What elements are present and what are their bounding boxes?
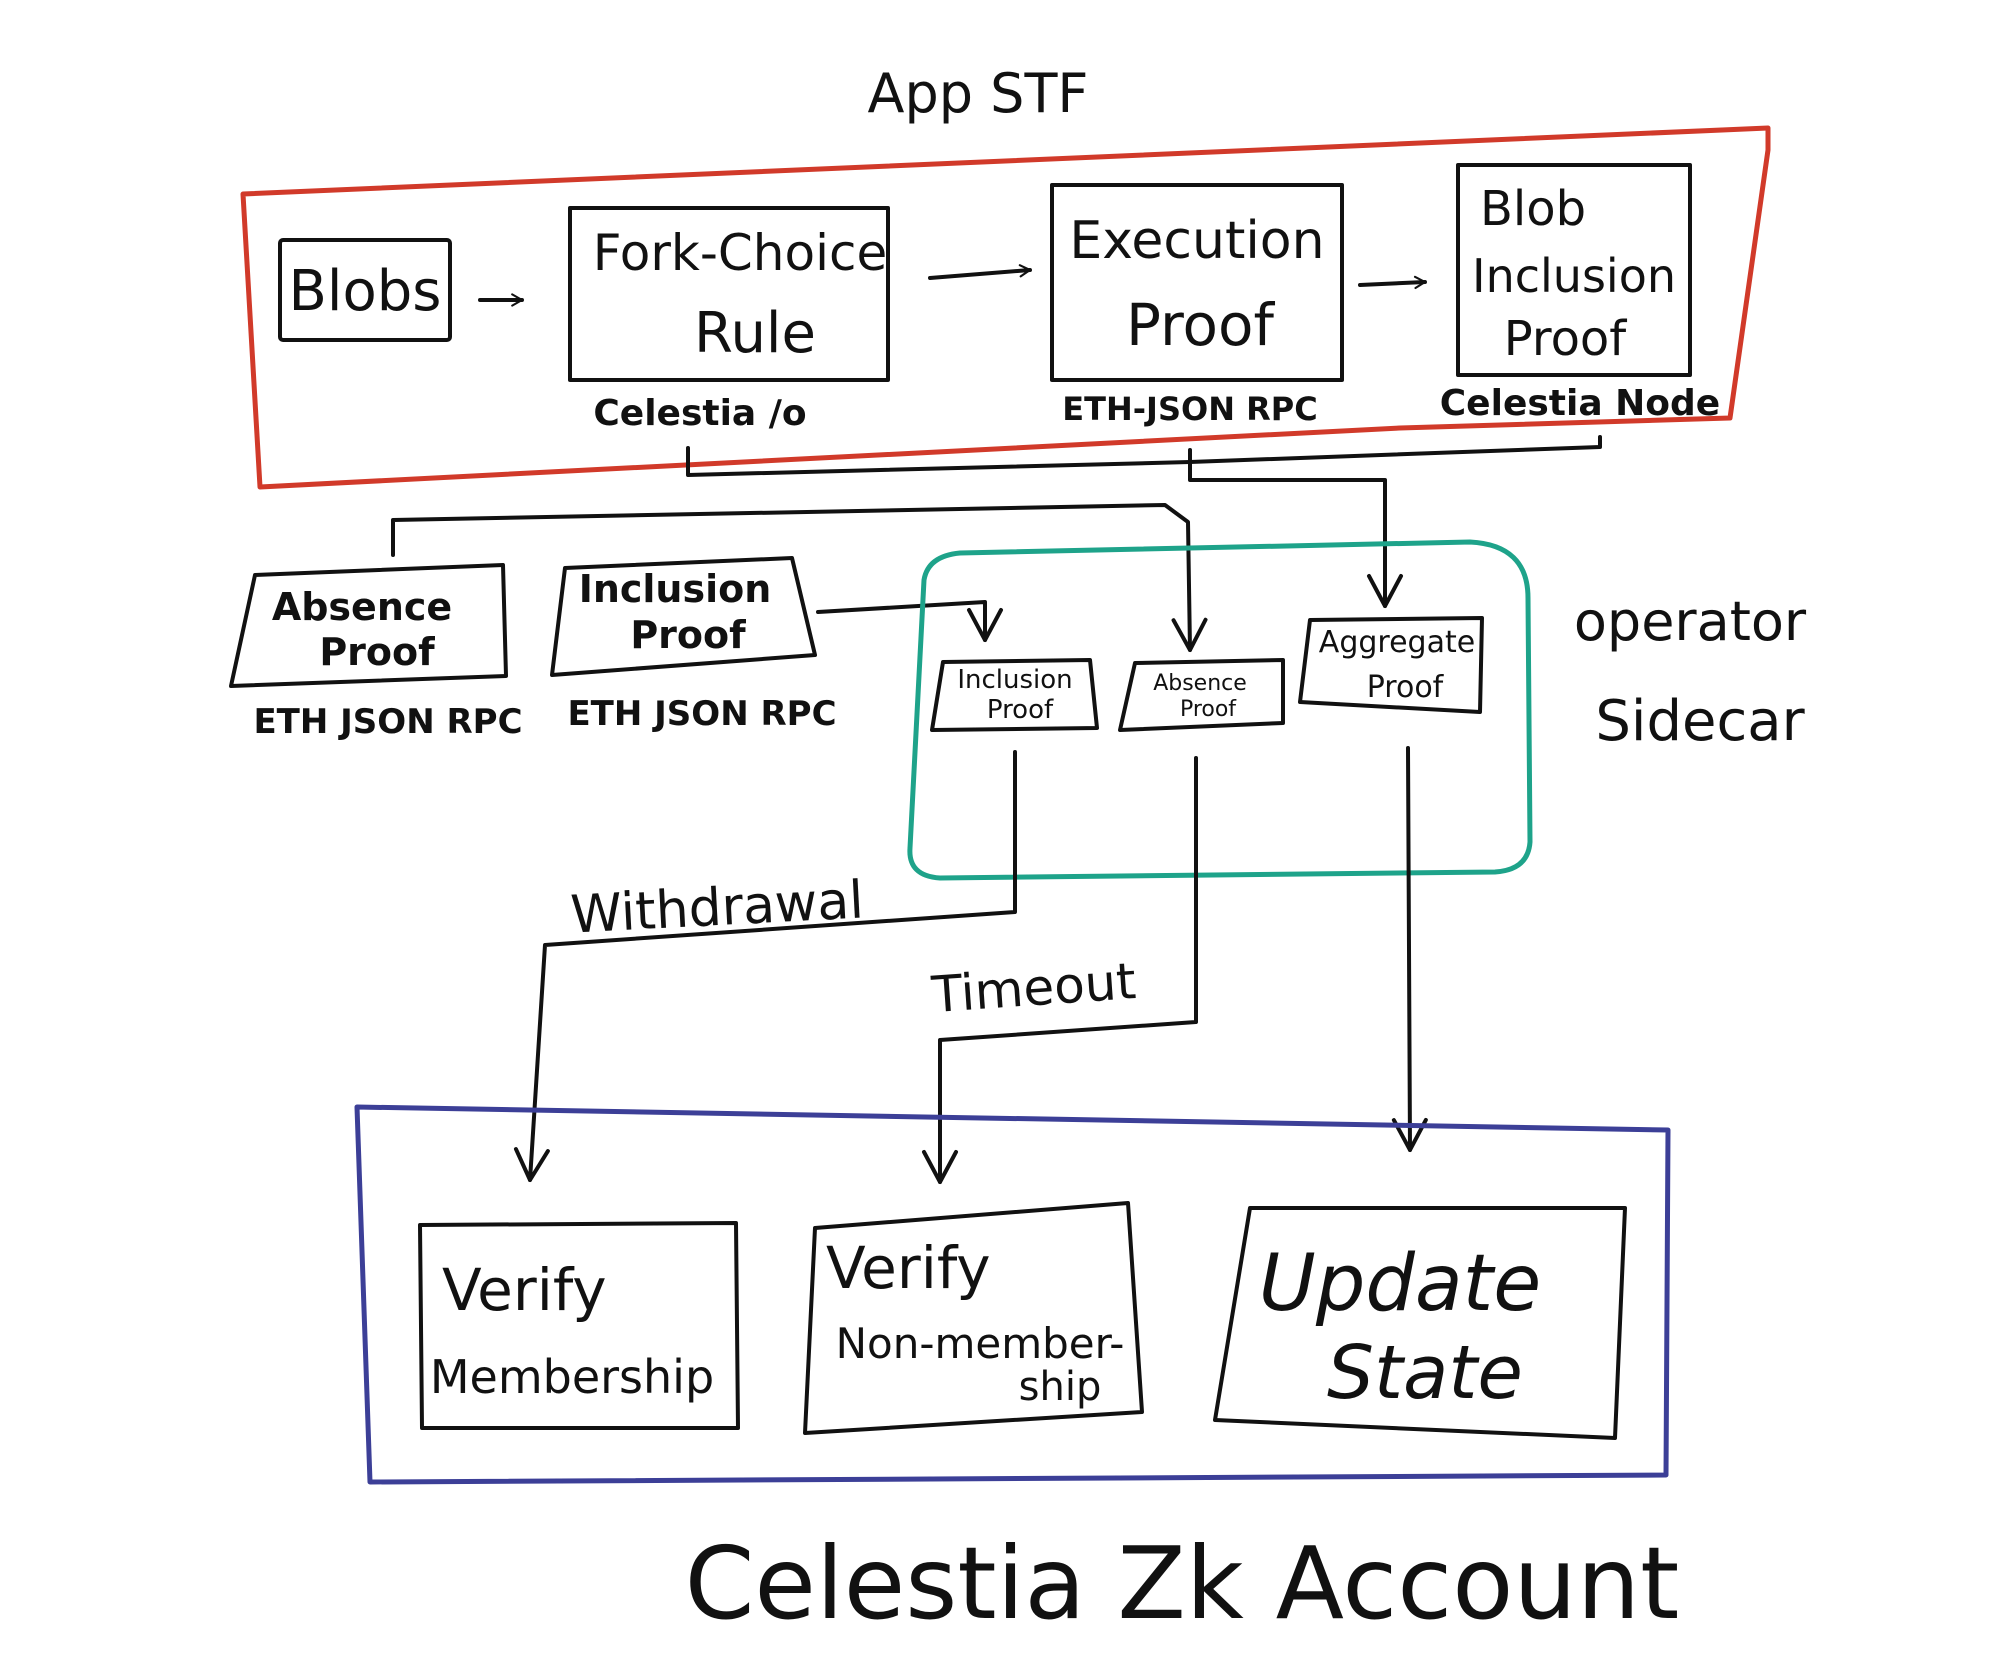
external-inclusion-proof-source: ETH JSON RPC <box>567 694 836 734</box>
update-state-line2: State <box>1327 1330 1523 1416</box>
fork-choice-box <box>568 206 890 382</box>
zk-account-frame <box>354 1104 1671 1485</box>
external-inclusion-proof-line1: Inclusion <box>579 567 772 611</box>
sidecar-absence-proof-node: Absence Proof <box>1118 658 1285 732</box>
blob-inclusion-proof-box <box>1456 163 1692 377</box>
external-inclusion-proof-line2: Proof <box>630 613 746 657</box>
sidecar-aggregate-proof-line2: Proof <box>1367 670 1445 705</box>
update-state-line1: Update <box>1259 1239 1541 1329</box>
app-stf-frame <box>240 125 1771 490</box>
operator-sidecar-frame <box>907 539 1533 881</box>
blob-inclusion-label-line3: Proof <box>1504 311 1628 367</box>
verify-membership-line1: Verify <box>442 1256 607 1324</box>
blob-inclusion-label-line2: Inclusion <box>1472 249 1676 303</box>
arrow-execution-to-blob-inclusion <box>1358 275 1427 290</box>
sidecar-inclusion-proof-line2: Proof <box>987 695 1054 725</box>
blob-inclusion-label-line1: Blob <box>1480 181 1586 237</box>
arrow-withdrawal <box>513 750 1017 1182</box>
external-absence-proof-box <box>229 563 508 688</box>
sidecar-absence-proof-line2: Proof <box>1180 697 1237 722</box>
verify-non-membership-line1: Verify <box>826 1234 991 1302</box>
fork-choice-node: Fork-Choice Rule Celestia /o <box>568 206 890 434</box>
arrow-to-aggregate-proof <box>1188 448 1403 608</box>
sidecar-aggregate-proof-node: Aggregate Proof <box>1298 616 1484 714</box>
sidecar-aggregate-proof-line1: Aggregate <box>1319 625 1475 660</box>
zk-account-title: Celestia Zk Account <box>685 1525 1680 1642</box>
execution-proof-source: ETH-JSON RPC <box>1062 390 1317 428</box>
operator-sidecar-label-line1: operator <box>1574 590 1807 653</box>
verify-non-membership-line3: ship <box>1019 1364 1102 1410</box>
update-state-box <box>1213 1206 1627 1440</box>
verify-non-membership-line2: Non-member- <box>836 1319 1125 1368</box>
external-absence-proof-line1: Absence <box>272 585 452 629</box>
sidecar-absence-proof-line1: Absence <box>1153 671 1247 696</box>
arrow-timeout <box>922 756 1198 1184</box>
fork-choice-label-line2: Rule <box>694 301 816 366</box>
blobs-box <box>278 238 452 342</box>
arrow-to-sidecar-absence-proof <box>391 503 1208 652</box>
update-state-node: Update State <box>1213 1206 1627 1440</box>
execution-proof-node: Execution Proof ETH-JSON RPC <box>1050 183 1344 428</box>
execution-proof-box <box>1050 183 1344 382</box>
verify-membership-box <box>418 1221 740 1430</box>
timeout-label: Timeout <box>929 952 1138 1024</box>
external-inclusion-proof-node: Inclusion Proof ETH JSON RPC <box>550 556 837 734</box>
blobs-node: Blobs <box>278 238 452 342</box>
verify-non-membership-node: Verify Non-member- ship <box>803 1201 1144 1435</box>
blob-inclusion-source: Celestia Node <box>1440 383 1720 424</box>
sidecar-inclusion-proof-line1: Inclusion <box>957 665 1072 695</box>
sidecar-absence-proof-box <box>1118 658 1285 732</box>
sidecar-inclusion-proof-node: Inclusion Proof <box>930 658 1099 732</box>
blobs-label: Blobs <box>289 259 442 324</box>
execution-proof-label-line2: Proof <box>1126 291 1275 359</box>
app-stf-title: App STF <box>868 62 1089 125</box>
arrow-inclusion-to-sidecar <box>816 600 1003 642</box>
external-absence-proof-line2: Proof <box>319 630 435 674</box>
sidecar-aggregate-proof-box <box>1298 616 1484 714</box>
blob-inclusion-proof-node: Blob Inclusion Proof Celestia Node <box>1440 163 1720 424</box>
fork-choice-source: Celestia /o <box>593 393 806 434</box>
sidecar-inclusion-proof-box <box>930 658 1099 732</box>
external-absence-proof-source: ETH JSON RPC <box>253 702 522 742</box>
execution-proof-label-line1: Execution <box>1069 211 1324 271</box>
verify-non-membership-box <box>803 1201 1144 1435</box>
withdrawal-label: Withdrawal <box>569 870 865 945</box>
external-absence-proof-node: Absence Proof ETH JSON RPC <box>229 563 523 742</box>
arrow-fork-choice-to-execution <box>928 264 1032 280</box>
external-inclusion-proof-box <box>550 556 817 677</box>
fork-choice-label-line1: Fork-Choice <box>593 224 887 282</box>
arrow-aggregate-to-update-state <box>1391 746 1428 1152</box>
verify-membership-node: Verify Membership <box>418 1221 740 1430</box>
verify-membership-line2: Membership <box>430 1350 714 1404</box>
operator-sidecar-label-line2: Sidecar <box>1595 689 1805 754</box>
